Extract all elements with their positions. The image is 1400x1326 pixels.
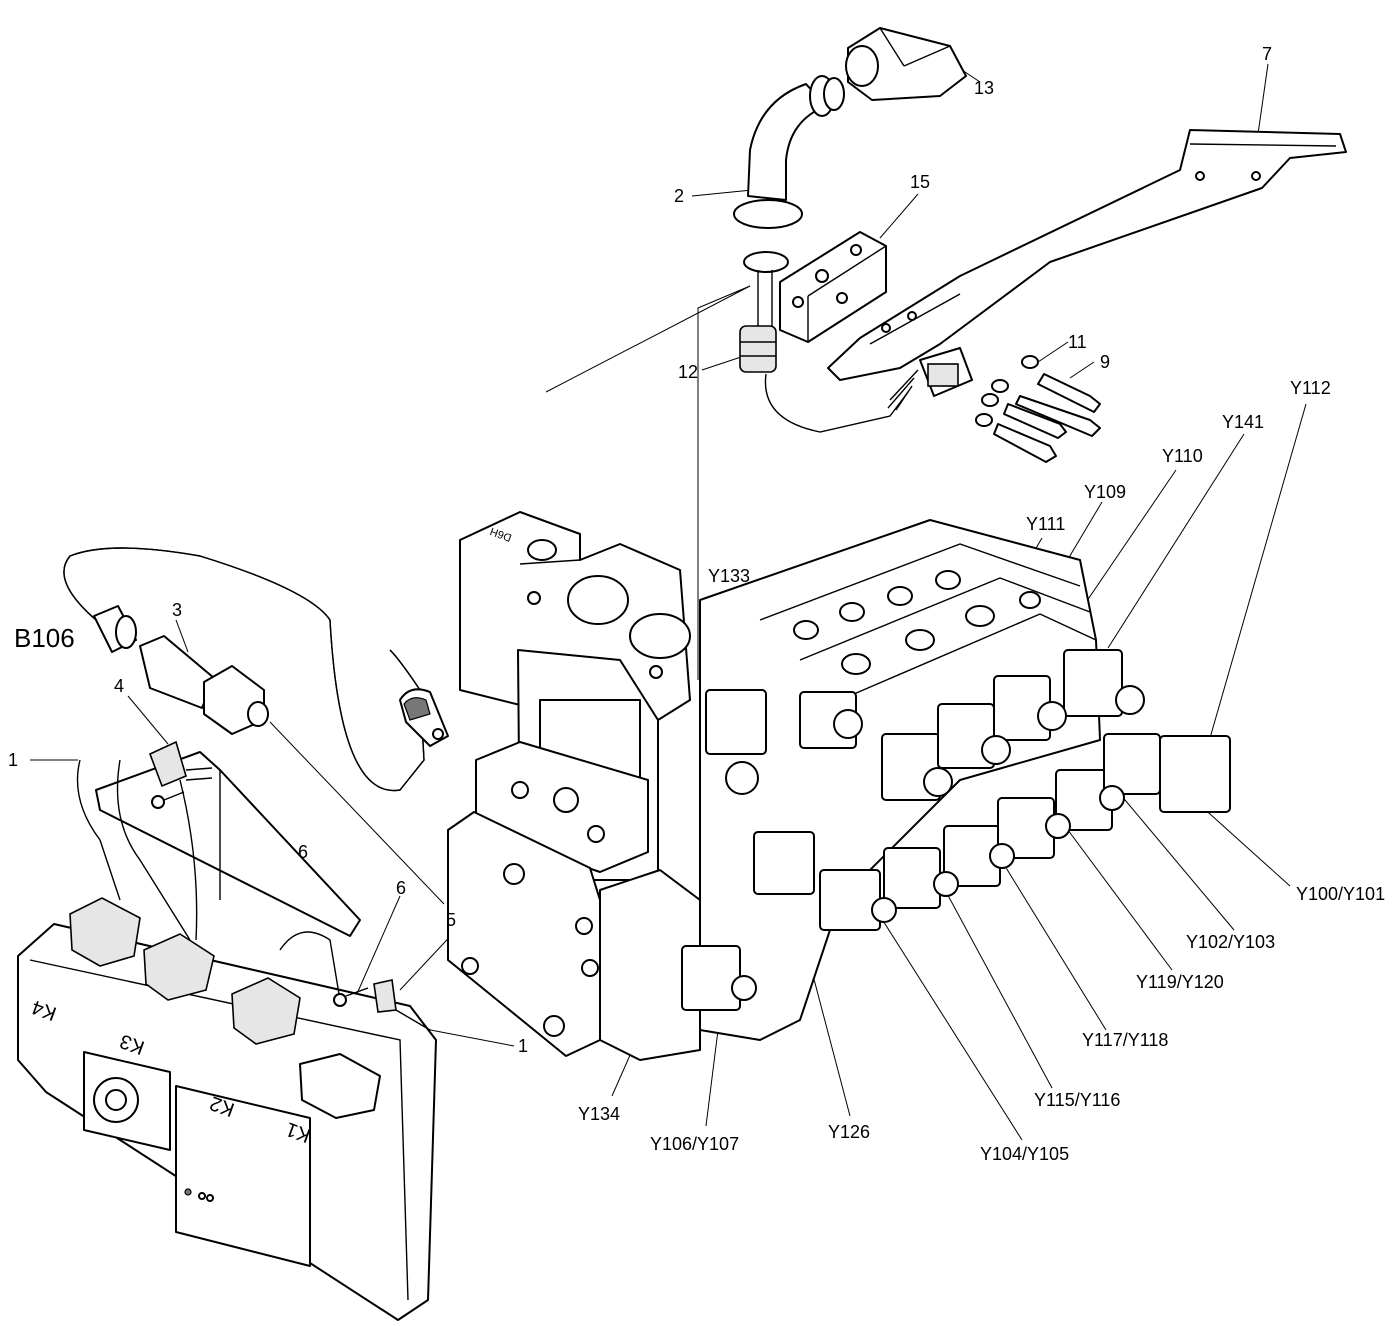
label-part-7: 7 [1262,44,1273,64]
bolts-9-11 [975,355,1101,463]
bracket-7 [827,129,1347,381]
label-y106-y107: Y106/Y107 [650,1134,740,1154]
sensor-cable [63,547,425,792]
label-part-6-right: 6 [396,878,407,898]
label-y110: Y110 [1162,446,1203,466]
label-y104-y105: Y104/Y105 [980,1144,1070,1164]
label-y115-y116: Y115/Y116 [1034,1090,1121,1110]
label-y134: Y134 [578,1104,621,1124]
coil-nuts [725,685,1145,1001]
ecu-mount-plate [95,751,361,937]
sensor-b106 [93,605,269,735]
label-part-9: 9 [1100,352,1111,372]
label-y119-y120: Y119/Y120 [1136,972,1224,992]
label-part-15: 15 [910,172,931,192]
label-y102-y103: Y102/Y103 [1186,932,1276,952]
label-y133: Y133 [708,566,751,586]
elbow-pipe-2 [733,75,845,328]
label-part-12: 12 [678,362,699,382]
label-part-1-right: 1 [518,1036,529,1056]
label-part-2: 2 [674,186,685,206]
label-y141: Y141 [1222,412,1265,432]
grommet-4 [148,740,213,788]
ecu-connectors [69,897,381,1119]
ecu-wire-harness [76,759,341,1001]
label-y111: Y111 [1026,514,1066,534]
fitting-13 [845,27,967,101]
label-b106: B106 [14,623,75,653]
clamp-p [399,688,449,747]
gland-12 [739,325,909,433]
block-15 [779,231,887,343]
label-part-4: 4 [114,676,125,696]
label-part-1-left: 1 [8,750,19,770]
valve-block-main [459,511,691,881]
label-part-3: 3 [172,600,183,620]
valve-block-lower [447,811,701,1061]
label-y126: Y126 [828,1122,871,1142]
label-part-13: 13 [974,78,995,98]
connector-plug [887,347,973,411]
ecu-housing [17,923,437,1321]
label-y109: Y109 [1084,482,1127,502]
label-part-11: 11 [1068,332,1087,352]
label-y100-y101: Y100/Y101 [1296,884,1386,904]
label-part-5: 5 [446,910,457,930]
label-y117-y118: Y117/Y118 [1082,1030,1169,1050]
label-y112: Y112 [1290,378,1331,398]
label-part-6-left: 6 [298,842,309,862]
screws-6-5 [151,791,431,1031]
